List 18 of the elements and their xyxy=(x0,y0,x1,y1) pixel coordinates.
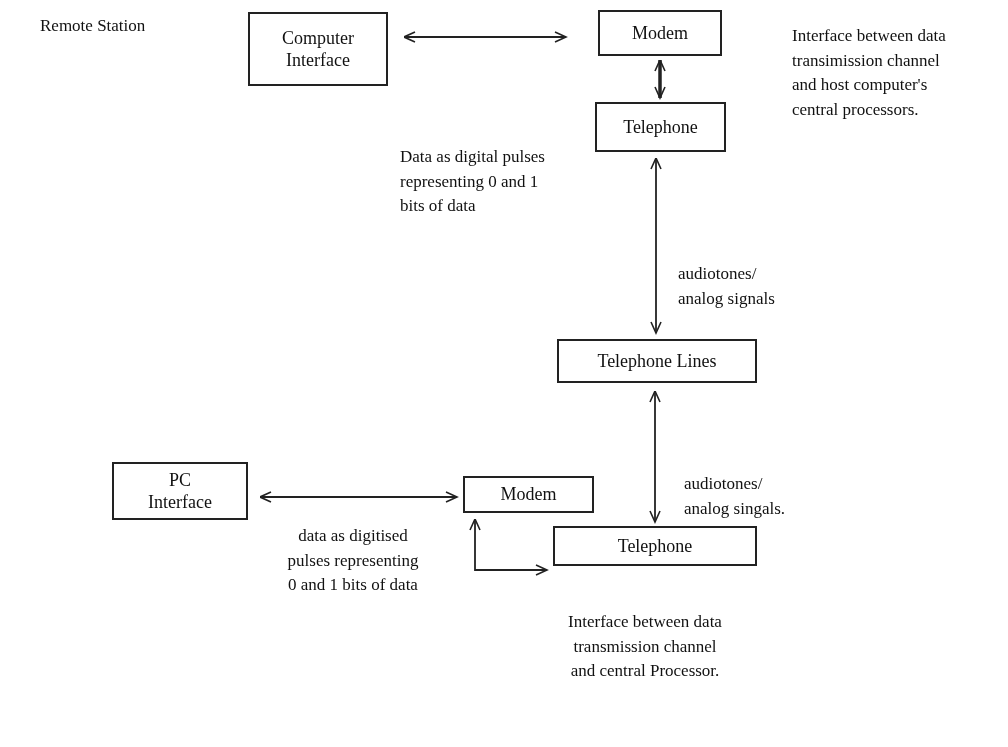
process-box: Modem xyxy=(598,10,722,56)
note-text: Data as digital pulses representing 0 and 1 bits of data xyxy=(400,146,546,218)
process-box: Telephone xyxy=(595,102,726,152)
double-arrow xyxy=(469,518,548,576)
process-box: Telephone xyxy=(553,526,757,566)
process-box: PC Interface xyxy=(112,462,248,520)
double-arrow xyxy=(259,491,458,503)
note-text: Interface between data transimission channel and host computer's central processors. xyxy=(792,25,947,121)
double-arrow xyxy=(650,157,662,334)
process-box: Computer Interface xyxy=(248,12,388,86)
note-text: data as digitised pulses representing 0 and 1 bits of data xyxy=(286,525,420,597)
double-arrow xyxy=(403,31,567,43)
process-box: Telephone Lines xyxy=(557,339,757,383)
process-box: Modem xyxy=(463,476,594,513)
double-arrow xyxy=(649,390,661,523)
note-text: Interface between data transmission channel and central Processor. xyxy=(567,611,723,683)
double-arrow xyxy=(654,59,666,99)
station-title: Remote Station xyxy=(40,15,147,37)
